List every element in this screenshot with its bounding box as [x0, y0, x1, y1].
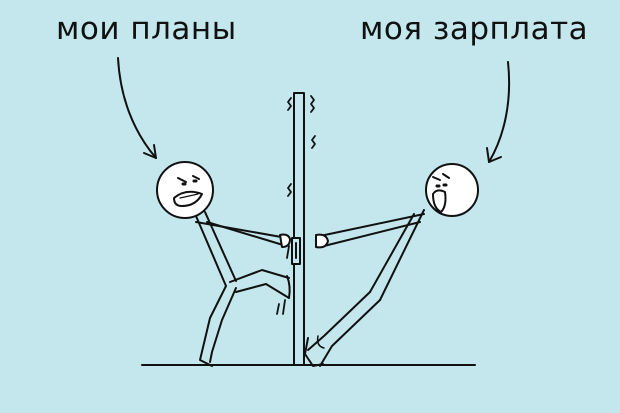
right-arrow-icon — [486, 61, 511, 163]
right-head — [425, 163, 479, 217]
caption-my-salary: моя зарплата — [360, 11, 589, 47]
glass-door-icon — [276, 92, 316, 366]
left-head — [156, 161, 214, 219]
left-stick-figure — [156, 161, 291, 367]
right-stick-figure — [304, 163, 479, 367]
caption-my-plans: мои планы — [56, 11, 237, 47]
left-arrow-icon — [117, 57, 157, 159]
